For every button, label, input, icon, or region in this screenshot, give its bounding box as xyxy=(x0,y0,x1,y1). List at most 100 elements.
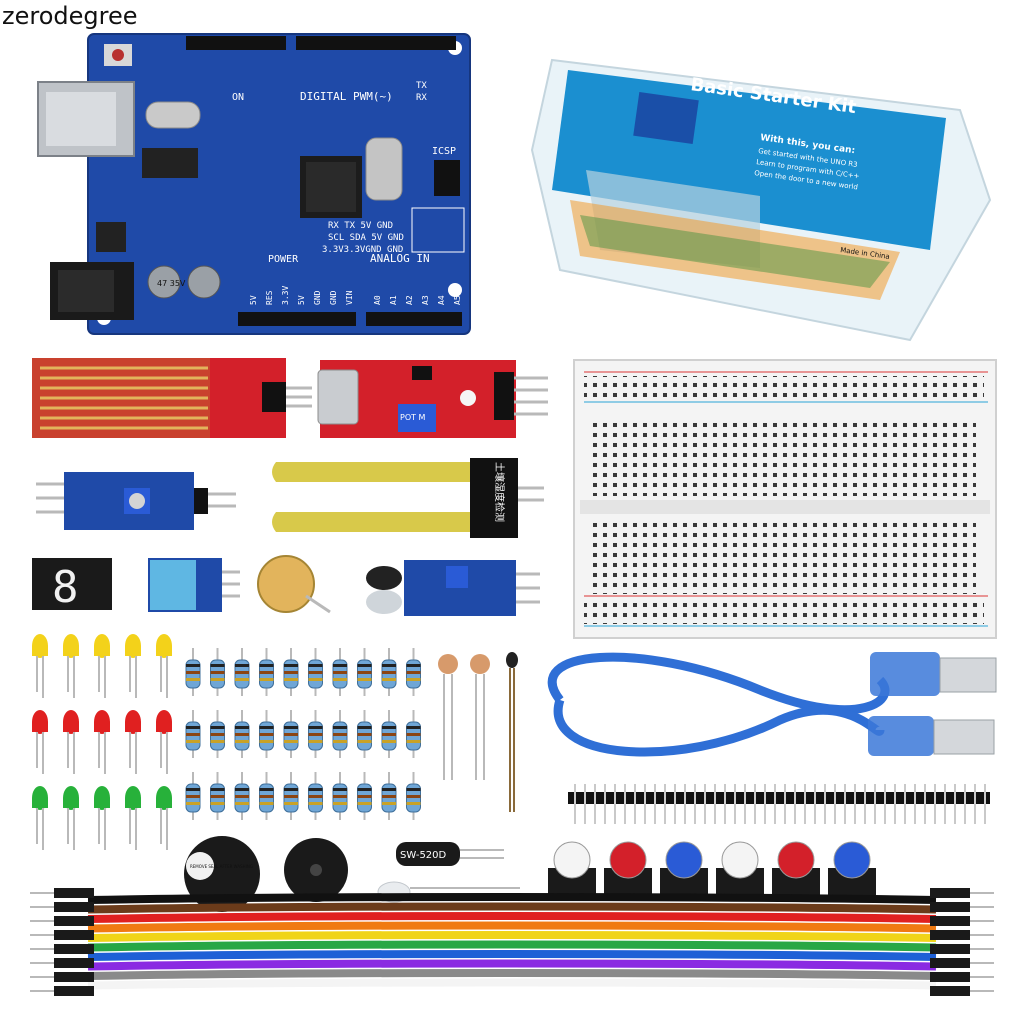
header-row-3: 3.3V3.3VGND GND xyxy=(322,245,403,255)
push-button xyxy=(548,841,596,896)
led-green xyxy=(94,786,110,850)
resistor xyxy=(406,648,421,696)
resistor xyxy=(332,772,348,820)
analog-pin-label: A3 xyxy=(421,295,430,305)
wire-connector xyxy=(930,902,994,912)
resistor xyxy=(185,648,201,696)
wire-connector xyxy=(30,944,94,954)
photoresistor-group xyxy=(438,652,518,812)
digital-label: DIGITAL PWM(~) xyxy=(300,90,393,103)
on-label: ON xyxy=(232,92,244,103)
analog-pin-label: A4 xyxy=(437,295,446,305)
resistor xyxy=(283,772,299,820)
breadboard xyxy=(573,359,997,639)
resistor-group xyxy=(185,648,421,820)
push-button xyxy=(828,841,876,896)
led-yellow xyxy=(156,634,172,698)
resistor xyxy=(234,648,250,696)
icsp-label: ICSP xyxy=(432,146,456,157)
header-row-1: RX TX 5V GND xyxy=(328,221,393,231)
jumper-wire xyxy=(87,902,937,914)
power-pin-label: GND xyxy=(329,290,338,305)
wire-connector xyxy=(30,888,94,898)
analog-pin-label: A5 xyxy=(453,295,462,305)
water-level-sensor xyxy=(32,358,312,438)
wire-connector xyxy=(30,916,94,926)
wire-connector xyxy=(930,930,994,940)
resistor xyxy=(308,648,323,696)
wire-connector xyxy=(930,972,994,982)
push-button xyxy=(716,841,764,896)
soil-sensor-label: 土壤湿度检测 xyxy=(493,462,506,522)
pot-label: POT M xyxy=(400,413,426,422)
power-label: POWER xyxy=(268,254,299,265)
buzzer-sticker: REMOVE SEAL AFTER WASHING xyxy=(190,864,253,869)
watermark-text: zerodegree xyxy=(2,2,138,30)
led-green xyxy=(32,786,48,850)
resistor xyxy=(381,648,397,696)
wire-connector xyxy=(930,958,994,968)
led-red xyxy=(63,710,79,774)
power-pin-label: 5V xyxy=(249,295,258,305)
sound-sensor-module: POT M xyxy=(317,360,548,438)
resistor xyxy=(406,710,421,758)
analog-pin-label: A1 xyxy=(389,295,398,305)
sensor-module-blue xyxy=(36,472,236,530)
led-group xyxy=(32,634,172,850)
jumper-wire xyxy=(87,950,937,961)
buzzer-passive: REMOVE SEAL AFTER WASHING xyxy=(184,836,260,912)
jumper-wire xyxy=(87,893,937,904)
wire-connector xyxy=(30,986,94,996)
power-pin-label: 3.3V xyxy=(281,286,290,305)
seven-segment-display: 8 xyxy=(32,558,112,613)
resistor xyxy=(406,772,421,820)
analog-pin-label: A2 xyxy=(405,295,414,305)
pin-header-strip xyxy=(568,784,990,824)
tx-label: TX xyxy=(416,81,427,91)
jumper-wire xyxy=(87,921,937,933)
wire-connector xyxy=(930,888,994,898)
wire-connector xyxy=(930,986,994,996)
jumper-wire xyxy=(87,912,937,923)
resistor xyxy=(210,648,225,696)
analog-label: ANALOG IN xyxy=(370,252,430,265)
power-pin-label: 5V xyxy=(297,295,306,305)
resistor xyxy=(185,772,201,820)
jumper-wire xyxy=(87,940,937,952)
jumper-wire xyxy=(87,969,937,980)
resistor xyxy=(357,772,372,820)
resistor xyxy=(210,772,225,820)
led-green xyxy=(63,786,79,850)
resistor xyxy=(234,772,250,820)
resistor xyxy=(283,648,299,696)
ir-sensor-module xyxy=(366,560,540,616)
led-red xyxy=(125,710,141,774)
rx-label: RX xyxy=(416,93,427,103)
wire-connector xyxy=(30,972,94,982)
led-yellow xyxy=(125,634,141,698)
wire-connector xyxy=(30,930,94,940)
arduino-board: 47 35V DIGITAL PWM(~) ANALOG IN POWER IC… xyxy=(37,33,471,335)
soil-moisture-sensor: 土壤湿度检测 xyxy=(272,458,544,538)
resistor xyxy=(283,710,299,758)
led-yellow xyxy=(94,634,110,698)
analog-pin-label: A0 xyxy=(373,295,382,305)
resistor xyxy=(381,772,397,820)
led-yellow xyxy=(63,634,79,698)
tilt-switch: SW-520D xyxy=(396,842,504,866)
usb-cable xyxy=(547,652,997,757)
resistor xyxy=(259,648,274,696)
wire-connector xyxy=(930,944,994,954)
jumper-wire xyxy=(87,978,937,990)
resistor xyxy=(357,710,372,758)
tilt-switch-label: SW-520D xyxy=(400,850,447,861)
push-button xyxy=(604,841,652,896)
dht11-sensor xyxy=(148,558,240,612)
resistor xyxy=(259,710,274,758)
storage-box: Basic Starter Kit With this, you can: Ge… xyxy=(530,58,992,342)
potentiometer xyxy=(257,555,331,614)
resistor xyxy=(381,710,397,758)
led-red xyxy=(32,710,48,774)
resistor xyxy=(332,710,348,758)
resistor xyxy=(210,710,225,758)
